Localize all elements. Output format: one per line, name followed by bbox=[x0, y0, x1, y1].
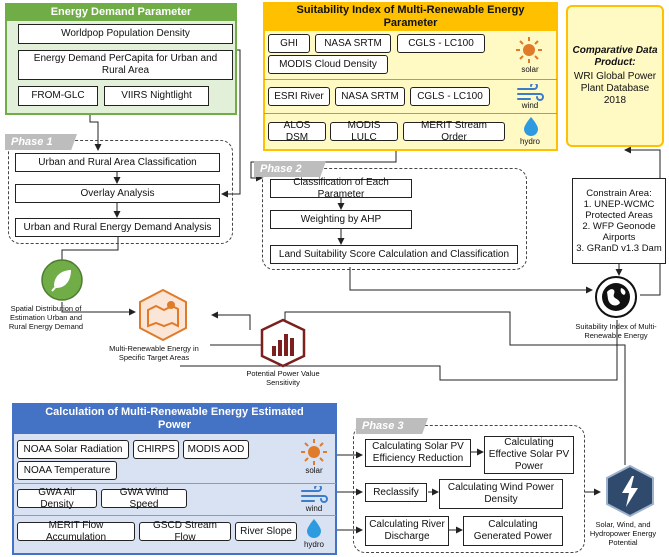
constrain-title: Constrain Area: bbox=[586, 188, 652, 199]
phase2-classification: Classification of Each Parameter bbox=[270, 177, 412, 200]
merit-flow-box: MERIT Flow Accumulation bbox=[17, 520, 135, 543]
worldpop-box: Worldpop Population Density bbox=[18, 24, 233, 44]
alos-dsm-box: ALOS DSM bbox=[268, 120, 326, 143]
target-caption: Multi-Renewable Energy in Specific Targe… bbox=[109, 344, 199, 362]
phase3-region bbox=[353, 425, 585, 553]
phase3-label: Phase 3 bbox=[356, 418, 428, 434]
phase3-generated-power: Calculating Generated Power bbox=[463, 516, 563, 546]
arrow-phase2-to-suit-icon bbox=[349, 267, 593, 294]
phase2-land-suitability-score: Land Suitability Score Calculation and C… bbox=[270, 245, 518, 264]
river-slope-box: River Slope bbox=[235, 522, 297, 541]
phase2-region bbox=[262, 168, 527, 270]
map-pin-icon bbox=[139, 288, 187, 342]
water-drop-icon bbox=[524, 117, 538, 136]
esri-river-box: ESRI River bbox=[268, 87, 330, 106]
calc-solar-label: solar bbox=[305, 466, 323, 475]
gscd-stream-flow-box: GSCD Stream Flow bbox=[139, 520, 231, 543]
noaa-temperature-box: NOAA Temperature bbox=[17, 461, 117, 480]
phase3-wind-power-density: Calculating Wind Power Density bbox=[439, 479, 563, 509]
arrow-suitability-to-phase2 bbox=[250, 150, 397, 182]
wind-icon bbox=[517, 84, 544, 101]
suitability-caption: Suitability Index of Multi-Renewable Ene… bbox=[575, 322, 657, 340]
noaa-solar-box: NOAA Solar Radiation bbox=[17, 440, 129, 459]
sensitivity-caption: Potential Power Value Sensitivity bbox=[246, 369, 320, 387]
phase1-urban-rural-classification: Urban and Rural Area Classification bbox=[15, 153, 220, 172]
ghi-box: GHI bbox=[268, 34, 310, 53]
spatial-caption: Spatial Distribution of Estimation Urban… bbox=[8, 304, 84, 331]
modis-aod-box: MODIS AOD bbox=[183, 440, 249, 459]
nasa-srtm-wind-box: NASA SRTM bbox=[335, 87, 405, 106]
phase1-label: Phase 1 bbox=[5, 134, 77, 150]
potential-caption: Solar, Wind, and Hydropower Energy Poten… bbox=[589, 520, 657, 547]
phase3-river-discharge: Calculating River Discharge bbox=[365, 516, 449, 546]
comparative-panel: Comparative Data Product: WRI Global Pow… bbox=[566, 5, 664, 147]
calc-hydro-label: hydro bbox=[303, 540, 324, 549]
comparative-title: Comparative Data Product: bbox=[572, 45, 658, 68]
sun-icon-calc bbox=[301, 439, 327, 465]
calc-divider-1 bbox=[13, 483, 336, 484]
phase2-label: Phase 2 bbox=[254, 161, 326, 177]
phase1-energy-demand-analysis: Urban and Rural Energy Demand Analysis bbox=[15, 218, 220, 237]
phase2-weighting-ahp: Weighting by AHP bbox=[270, 210, 412, 229]
suit-hydro-label: hydro bbox=[519, 137, 540, 146]
suitability-divider-2 bbox=[264, 113, 557, 114]
merit-stream-order-box: MERIT Stream Order bbox=[403, 120, 505, 143]
arrow-worldpop-to-overlay bbox=[221, 49, 241, 198]
suit-wind-label: wind bbox=[521, 101, 539, 110]
calc-divider-2 bbox=[13, 515, 336, 516]
globe-icon bbox=[595, 276, 637, 318]
suitability-divider-1 bbox=[264, 79, 557, 80]
percapita-box: Energy Demand PerCapita for Urban and Ru… bbox=[18, 50, 233, 80]
phase1-region bbox=[8, 140, 233, 244]
suitability-title: Suitability Index of Multi-Renewable Ene… bbox=[264, 3, 557, 31]
constrain-panel: Constrain Area: 1. UNEP-WCMC Protected A… bbox=[572, 178, 666, 264]
constrain-item-2: 2. WFP Geonode Airports bbox=[582, 221, 656, 243]
calc-wind-label: wind bbox=[305, 504, 323, 513]
bar-chart-icon bbox=[260, 318, 306, 368]
chirps-box: CHIRPS bbox=[133, 440, 179, 459]
energy-demand-title: Energy Demand Parameter bbox=[6, 4, 236, 21]
sun-icon bbox=[516, 37, 542, 63]
viirs-box: VIIRS Nightlight bbox=[104, 86, 209, 106]
lightning-icon bbox=[606, 464, 654, 518]
suit-solar-label: solar bbox=[521, 65, 539, 74]
calc-title: Calculation of Multi-Renewable Energy Es… bbox=[13, 404, 336, 434]
constrain-item-3: 3. GRanD v1.3 Dam bbox=[576, 243, 662, 254]
phase1-overlay-analysis: Overlay Analysis bbox=[15, 184, 220, 203]
modis-lulc-box: MODIS LULC bbox=[330, 120, 398, 143]
fromglc-box: FROM-GLC bbox=[18, 86, 98, 106]
gwa-wind-speed-box: GWA Wind Speed bbox=[101, 487, 187, 510]
phase3-reclassify: Reclassify bbox=[365, 483, 427, 502]
cgls-wind-box: CGLS - LC100 bbox=[410, 87, 490, 106]
modis-cloud-box: MODIS Cloud Density bbox=[268, 55, 388, 74]
comparative-body: WRI Global Power Plant Database 2018 bbox=[573, 71, 657, 106]
constrain-item-1: 1. UNEP-WCMC Protected Areas bbox=[583, 199, 655, 221]
phase3-solar-efficiency: Calculating Solar PV Efficiency Reductio… bbox=[365, 439, 471, 467]
phase3-effective-solar: Calculating Effective Solar PV Power bbox=[484, 436, 574, 474]
arrow-demand-to-phase1 bbox=[89, 112, 102, 151]
wind-icon-calc bbox=[301, 486, 328, 503]
cgls-solar-box: CGLS - LC100 bbox=[397, 34, 485, 53]
nasa-srtm-solar-box: NASA SRTM bbox=[315, 34, 391, 53]
water-drop-icon-calc bbox=[307, 519, 321, 538]
gwa-air-density-box: GWA Air Density bbox=[17, 487, 97, 510]
plug-leaf-icon bbox=[41, 259, 83, 301]
